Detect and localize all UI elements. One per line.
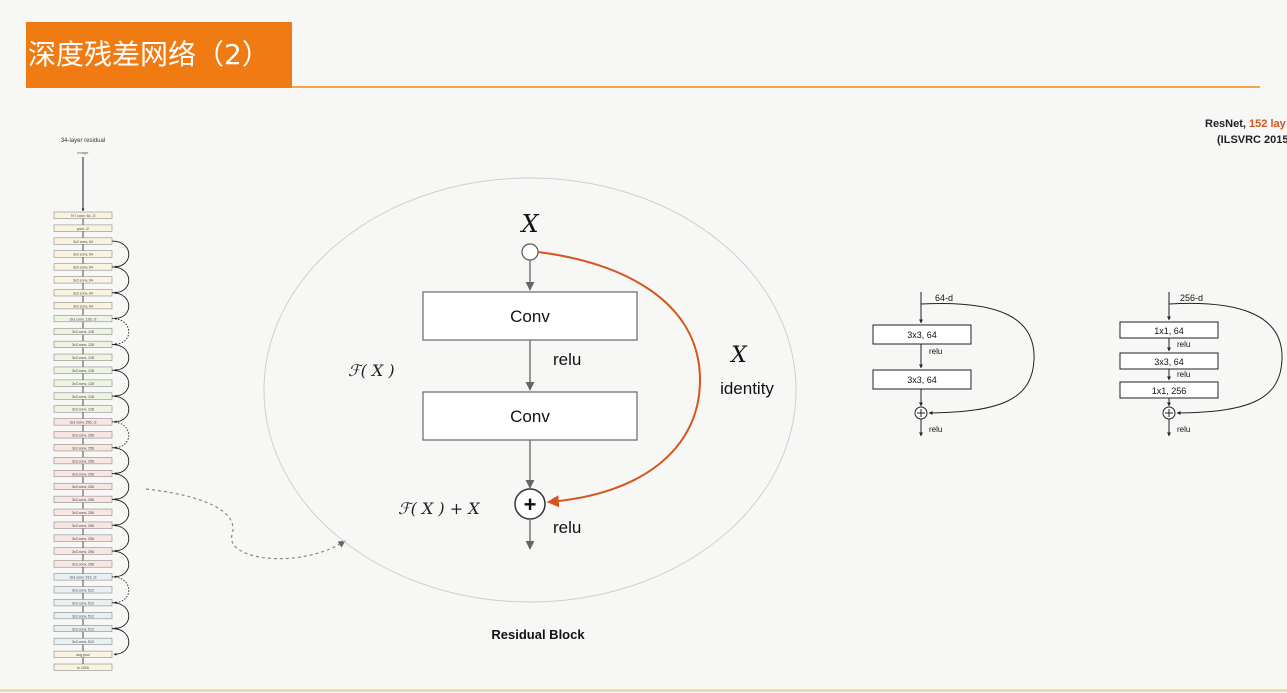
network-layer-label: 3x3 conv, 128, /2 [69, 317, 96, 321]
network-layer-label: 3x3 conv, 256 [72, 446, 94, 450]
network-layer-label: 3x3 conv, 256 [72, 434, 94, 438]
bottleneck-relu-out: relu [1177, 425, 1190, 434]
network-layer-label: 3x3 conv, 64 [73, 279, 93, 283]
network-layer-label: 3x3 conv, 256, /2 [69, 421, 96, 425]
network-layer-label: 3x3 conv, 512 [72, 614, 94, 618]
network-layer-label: 3x3 conv, 256 [72, 485, 94, 489]
resnet-caption-prefix: ResNet, [1205, 118, 1250, 130]
resnet-caption-highlight: 152 lay [1249, 118, 1286, 130]
residual-block: X Conv relu Conv + relu X identity ℱ( X … [348, 210, 774, 642]
network-shortcut-arc [111, 576, 130, 605]
network-shortcut-arc [111, 318, 130, 346]
network-layer-label: 3x3 conv, 128 [72, 408, 94, 412]
network-layer-label: 3x3 conv, 64 [73, 304, 93, 308]
input-node [521, 243, 539, 261]
network-shortcut-arc [111, 498, 130, 527]
network-shortcut-arc [111, 602, 130, 630]
network-shortcut-arc [111, 395, 130, 424]
resnet-caption-line2: (ILSVRC 2015 [1217, 134, 1287, 146]
network-layer-label: 3x3 conv, 128 [72, 395, 94, 399]
network-layer-label: 3x3 conv, 512 [72, 601, 94, 605]
network-layer-label: 3x3 conv, 64 [73, 291, 93, 295]
basic-layer2-label: 3x3, 64 [907, 375, 937, 385]
bottleneck-block: 256-d 1x1, 64 relu 3x3, 64 relu 1x1, 256… [1119, 292, 1283, 437]
network-shortcut-arc [111, 550, 130, 579]
network-shortcut-arc [111, 343, 130, 372]
dashed-connector-arrow [145, 488, 346, 560]
zoom-ellipse [263, 177, 797, 603]
input-x-label: X [519, 210, 539, 238]
network-shortcut-arc [111, 524, 130, 553]
identity-x-label: X [729, 343, 748, 368]
network-layer-label: 3x3 conv, 128 [72, 330, 94, 334]
network-layer-label: 3x3 conv, 512 [72, 640, 94, 644]
network-34-layer: 34-layer residual image 7x7 conv, 64, /2… [53, 138, 130, 671]
network-layer-label: 3x3 conv, 128 [72, 343, 94, 347]
conv1-box [422, 291, 638, 341]
bottleneck-shortcut-arrow [1168, 302, 1283, 415]
network-layer-label: 3x3 conv, 256 [72, 537, 94, 541]
bottleneck-layer1-label: 1x1, 64 [1154, 326, 1184, 336]
f-x-plus-x-label: ℱ( X ) + X [398, 499, 480, 518]
bottleneck-layer2-label: 3x3, 64 [1154, 357, 1184, 367]
network-layer-label: avg pool [76, 653, 90, 657]
residual-block-caption: Residual Block [491, 627, 585, 642]
network-title: 34-layer residual [61, 138, 105, 144]
network-shortcut-arc [111, 421, 130, 450]
network-layer-label: 3x3 conv, 128 [72, 369, 94, 373]
relu-out-label: relu [553, 518, 581, 537]
basic-relu-mid: relu [929, 347, 942, 356]
bottleneck-relu-2: relu [1177, 370, 1190, 379]
network-layer-label: 3x3 conv, 256 [72, 524, 94, 528]
network-shortcut-arc [111, 240, 130, 269]
network-layer-label: 3x3 conv, 512, /2 [69, 576, 96, 580]
network-layer-label: 3x3 conv, 256 [72, 563, 94, 567]
basic-layer1-box [872, 324, 972, 345]
conv2-label: Conv [510, 407, 550, 426]
sum-plus-sign: + [524, 492, 537, 517]
basic-shortcut-arrow [920, 302, 1035, 415]
basic-relu-out: relu [929, 425, 942, 434]
network-shortcut-arc [111, 628, 130, 656]
network-layer-label: 3x3 conv, 256 [72, 550, 94, 554]
network-layer-label: 7x7 conv, 64, /2 [70, 214, 95, 218]
title-rule [292, 86, 1260, 88]
identity-shortcut-arrow [537, 251, 702, 508]
relu-mid-label: relu [553, 350, 581, 369]
network-shortcut-arc [111, 473, 130, 501]
conv1-label: Conv [510, 307, 550, 326]
resnet-caption: ResNet, 152 lay (ILSVRC 2015 [1205, 116, 1287, 148]
network-layer-label: 3x3 conv, 64 [73, 266, 93, 270]
network-layer-label: 3x3 conv, 256 [72, 511, 94, 515]
network-layer-label: fc 1000 [77, 666, 89, 670]
slide-title: 深度残差网络（2） [26, 22, 292, 88]
network-shortcut-arc [111, 266, 130, 295]
bottom-rule [0, 689, 1287, 692]
network-shortcut-arc [111, 369, 130, 398]
network-layer-label: 3x3 conv, 128 [72, 356, 94, 360]
basic-layer1-label: 3x3, 64 [907, 330, 937, 340]
basic-layer2-box [872, 369, 972, 390]
network-shortcut-arc [111, 447, 130, 475]
network-layer-label: 3x3 conv, 256 [72, 459, 94, 463]
basic-block: 64-d 3x3, 64 relu 3x3, 64 relu [872, 292, 1035, 437]
network-input-label: image [78, 150, 90, 155]
f-x-label: ℱ( X ) [348, 361, 395, 380]
network-layer-label: 3x3 conv, 128 [72, 382, 94, 386]
network-layer-label: 3x3 conv, 512 [72, 627, 94, 631]
bottleneck-input-label: 256-d [1180, 293, 1203, 303]
network-layer-label: 3x3 conv, 512 [72, 589, 94, 593]
network-layer-label: 3x3 conv, 256 [72, 472, 94, 476]
network-layer-label: 3x3 conv, 64 [73, 253, 93, 257]
network-layer-label: 3x3 conv, 256 [72, 498, 94, 502]
bottleneck-layer3-label: 1x1, 256 [1152, 386, 1187, 396]
basic-input-label: 64-d [935, 293, 953, 303]
identity-label: identity [720, 379, 774, 398]
bottleneck-relu-1: relu [1177, 340, 1190, 349]
network-layer-label: pool, /2 [77, 227, 89, 231]
network-layer-box [53, 663, 113, 671]
network-shortcut-arc [111, 292, 130, 320]
network-layer-label: 3x3 conv, 64 [73, 240, 93, 244]
